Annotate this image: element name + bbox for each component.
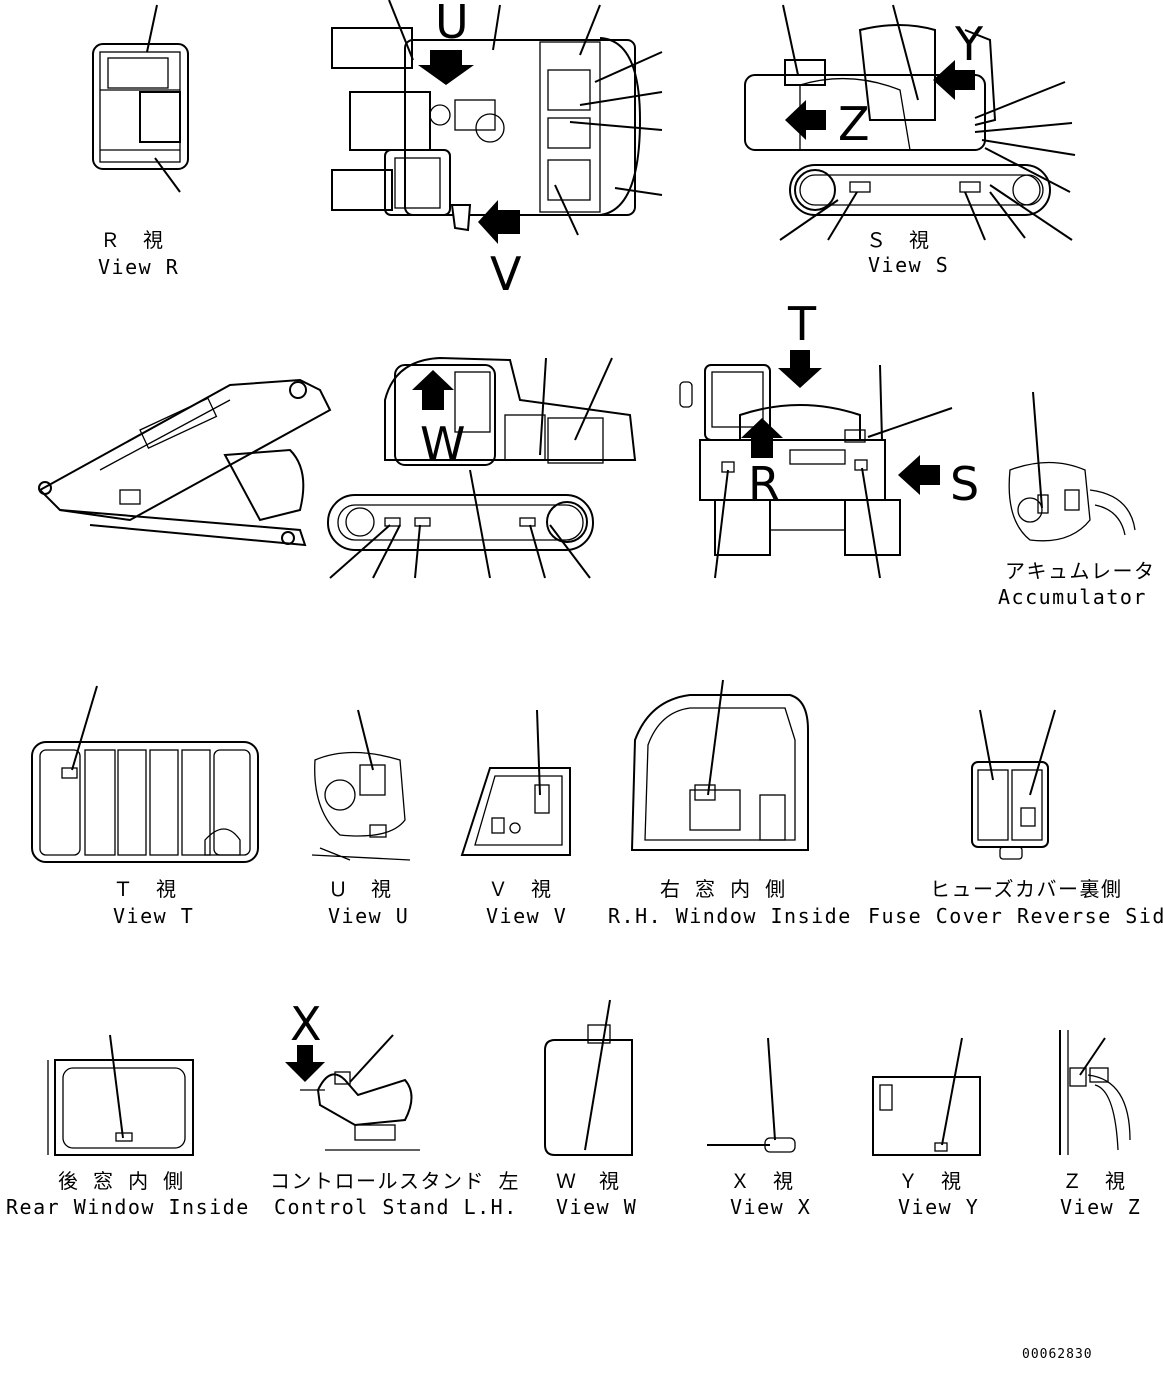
arrow-letter-r: R [748,457,780,511]
view-r-caption-jp: Ｒ 視 [100,228,165,252]
rh-window-caption-en: R.H. Window Inside [608,904,852,928]
fuse-cover-figure [971,709,1056,860]
rear-window-caption-en: Rear Window Inside [6,1195,250,1219]
arrow-letter-y: Y [954,17,984,71]
arrow-letter-w: W [420,417,465,471]
view-s-figure [744,4,1076,241]
view-w-figure [544,999,633,1156]
rh-window-inside-figure [630,679,809,851]
arrow-letter-z: Z [838,97,870,151]
view-v-caption-jp: Ｖ 視 [488,877,553,901]
view-r-caption-en: View R [98,255,179,279]
view-r-figure [92,4,189,193]
accumulator-figure [1008,391,1136,542]
view-v-figure [460,709,571,856]
view-s-caption-en: View S [868,253,949,277]
arrow-letter-t: T [787,297,817,351]
view-z-arrow-icon [785,100,826,140]
top-plan-view-figure [331,0,663,244]
view-t-caption-en: View T [113,904,194,928]
arrow-letter-u: U [435,0,469,49]
view-s-arrow-icon [898,455,940,495]
control-stand-lh-figure [285,1034,420,1151]
arrow-letter-s: S [950,457,979,511]
view-x-figure [707,1037,796,1153]
view-t-caption-jp: Ｔ 視 [113,877,178,901]
view-s-caption-jp: Ｓ 視 [866,228,931,252]
view-r-arrow-icon [741,418,783,458]
control-stand-caption-jp: コントロールスタンド 左 [270,1169,520,1193]
view-x-arrow-icon [285,1045,325,1082]
view-v-arrow-icon [478,200,520,244]
control-stand-caption-en: Control Stand L.H. [274,1195,518,1219]
fuse-cover-caption-en: Fuse Cover Reverse Side [868,904,1163,928]
view-x-caption-jp: Ｘ 視 [730,1169,795,1193]
view-w-caption-jp: Ｗ 視 [556,1169,621,1193]
excavator-rear-view-figure [679,350,953,579]
view-w-caption-en: View W [556,1195,637,1219]
view-z-caption-jp: Ｚ 視 [1062,1169,1127,1193]
view-z-figure [1059,1030,1131,1155]
fuse-cover-caption-jp: ヒューズカバー裏側 [930,877,1123,901]
excavator-left-side-figure [38,356,637,579]
rear-window-inside-figure [47,1034,194,1156]
view-v-caption-en: View V [486,904,567,928]
rh-window-caption-jp: 右 窓 内 側 [660,877,787,901]
view-y-caption-jp: Ｙ 視 [898,1169,963,1193]
arrow-letter-v: V [490,247,522,301]
view-y-arrow-icon [933,60,975,100]
view-w-arrow-icon [412,370,454,410]
view-x-caption-en: View X [730,1195,811,1219]
view-u-caption-jp: Ｕ 視 [328,877,393,901]
drawing-number: 00062830 [1022,1347,1093,1362]
accumulator-caption-jp: アキュムレータ [1005,559,1156,583]
view-y-caption-en: View Y [898,1195,979,1219]
accumulator-caption-en: Accumulator [998,585,1147,609]
view-u-caption-en: View U [328,904,409,928]
view-z-caption-en: View Z [1060,1195,1141,1219]
rear-window-caption-jp: 後 窓 内 側 [58,1169,185,1193]
arrow-letter-x: X [290,997,322,1051]
view-u-figure [311,709,411,861]
view-t-figure [31,685,259,863]
view-y-figure [872,1037,981,1156]
view-u-arrow-icon [418,50,474,85]
view-t-arrow-icon [778,350,822,388]
